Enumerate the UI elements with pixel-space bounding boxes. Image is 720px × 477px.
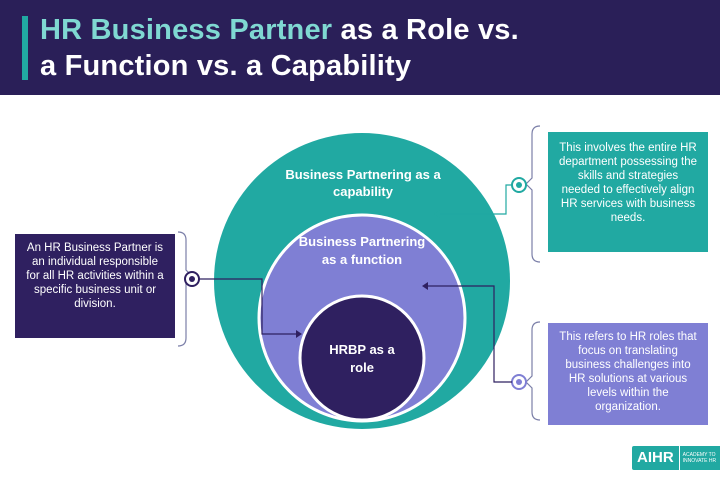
role-circle (298, 294, 426, 422)
right-top-connector-line (436, 184, 512, 215)
left-arrow-head (296, 330, 302, 338)
capability-label: Business Partnering as a capability (285, 167, 441, 199)
left-bracket (177, 231, 193, 347)
diagram-canvas (177, 125, 541, 429)
aihr-logo: AIHR ACADEMY TO INNOVATE HR (632, 446, 720, 470)
title-line1-rest: as a Role vs. (332, 14, 519, 46)
right-top-connector-dot (516, 182, 522, 188)
page-title: HR Business Partner as a Role vs. a Func… (40, 12, 519, 84)
left-connector-line (199, 278, 296, 335)
title-highlight: HR Business Partner (40, 14, 333, 46)
right-bottom-arrow-head (422, 282, 428, 290)
right-bottom-connector-dot (516, 379, 522, 385)
role-label: HRBP as a role (329, 342, 395, 375)
right-top-bracket (525, 125, 541, 263)
title-accent-bar (22, 16, 28, 80)
function-description-box: This refers to HR roles that focus on tr… (548, 323, 708, 425)
right-top-arrow-head (434, 210, 440, 218)
function-label: Business Partnering as a function (298, 234, 426, 267)
logo-wordmark: AIHR (632, 446, 679, 470)
left-connector-dot (189, 276, 195, 282)
right-bottom-bracket (525, 321, 541, 421)
capability-description-box: This involves the entire HR department p… (548, 132, 708, 252)
role-description-box: An HR Business Partner is an individual … (15, 234, 175, 338)
logo-tagline: ACADEMY TO INNOVATE HR (678, 446, 720, 470)
right-bottom-connector-line (424, 285, 512, 383)
title-line2: a Function vs. a Capability (40, 50, 412, 82)
header-banner: HR Business Partner as a Role vs. a Func… (0, 0, 720, 95)
